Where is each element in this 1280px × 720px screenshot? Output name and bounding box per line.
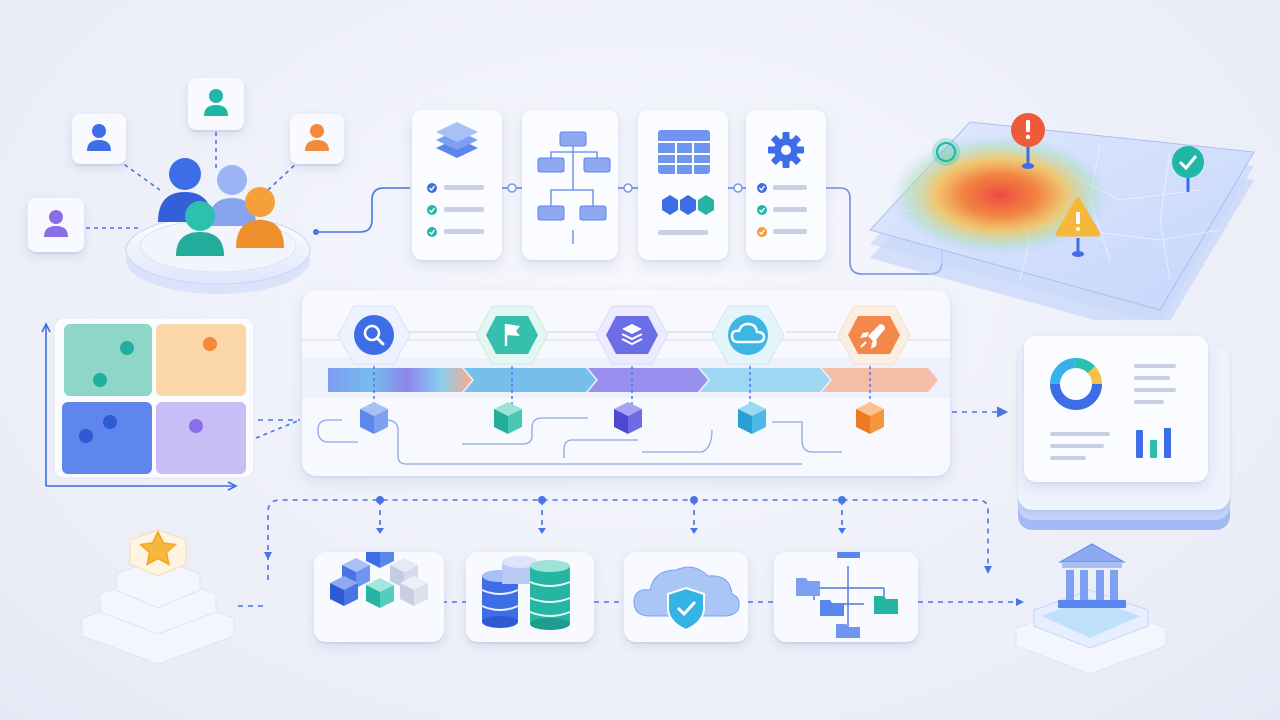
layers-stage[interactable] [594,302,670,368]
cloud-icon [730,322,766,344]
cube-orange [856,402,884,434]
gear-icon [757,132,807,237]
priority-matrix[interactable] [34,318,260,498]
user-icon [305,124,329,151]
report-card[interactable] [1024,336,1208,482]
search-icon [363,324,385,346]
star-icon [138,530,178,566]
cube-sky [738,402,766,434]
rocket-stage[interactable] [836,302,912,368]
database-tile[interactable] [466,552,594,642]
check-pin-icon[interactable] [1172,146,1204,192]
flowchart-icon [537,131,611,244]
layers-icon [621,324,643,346]
database-icon [481,556,571,630]
cube-purple [614,402,642,434]
pipeline-diagram [302,331,950,465]
flag-stage[interactable] [474,302,550,368]
cloud-stage[interactable] [710,302,786,368]
user-icon [44,210,68,237]
cube-teal [494,402,522,434]
bar-chart-icon [1136,428,1171,458]
alert-pin-icon[interactable] [1011,113,1045,169]
user-icon [87,124,111,151]
cubes-icon [330,552,428,608]
cloud-shield-icon [633,566,740,632]
pipeline-cubes [360,402,884,434]
folder-tree-icon [796,552,898,638]
cloud-security-tile[interactable] [624,552,748,642]
user-card-purple[interactable] [28,198,84,252]
layers-stack-icon [427,122,484,237]
donut-chart-icon [1050,358,1102,410]
star-pyramid[interactable] [76,518,240,674]
heatmap-map[interactable] [860,80,1260,320]
folder-tree-tile[interactable] [774,552,918,642]
workflow-card-flowchart[interactable] [522,110,618,260]
user-card-orange[interactable] [290,114,344,164]
workflow-card-layers[interactable] [412,110,502,260]
workflow-card-table[interactable] [638,110,728,260]
report-visual [1050,358,1176,460]
user-card-teal[interactable] [188,78,244,130]
user-icon [204,89,228,116]
location-ring-icon [932,138,960,166]
bank-platform[interactable] [1012,540,1170,680]
bank-icon [1058,543,1126,608]
table-grid-icon [658,130,714,235]
workflow-card-settings[interactable] [746,110,826,260]
team-group-icon[interactable] [120,150,320,300]
rocket-icon [860,324,885,349]
search-stage[interactable] [336,302,412,368]
cubes-tile[interactable] [314,552,444,642]
warning-pin-icon[interactable] [1055,197,1101,257]
user-card-blue[interactable] [72,114,126,164]
cube-blue [360,402,388,434]
flag-icon [504,324,520,346]
